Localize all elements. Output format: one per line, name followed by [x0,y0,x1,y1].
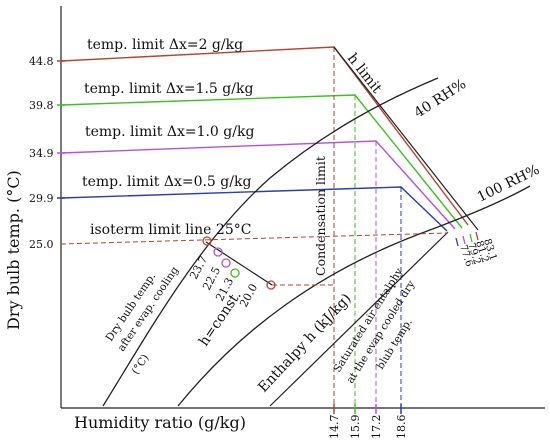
evap-point [213,247,223,257]
limit-label-dx1.5: temp. limit Δx=1.5 g/kg [84,81,253,97]
evap-point [221,258,231,268]
x-axis-title: Humidity ratio (g/kg) [74,413,246,432]
y-tick-label: 34.9 [29,147,54,160]
limit-label-dx0.5: temp. limit Δx=0.5 g/kg [82,174,251,190]
sat-tick [455,237,459,247]
evap-point [266,280,276,290]
h-limit-line [333,46,479,231]
y-tick-label: 29.9 [29,192,54,205]
y-tick-label: 44.8 [29,55,54,68]
y-axis-title: Dry bulb temp. (°C) [4,170,23,330]
h-limit-label: h limit [344,51,385,97]
evap-label-line: (°C) [130,352,152,377]
limit-line-dx1.5 [60,94,463,229]
enthalpy-line [269,231,449,407]
sat-tick [469,233,473,243]
x-tick-label: 17.2 [370,415,383,440]
evap-point [230,268,240,278]
y-tick-label: 25.0 [29,238,54,251]
sat-tick [475,231,479,241]
x-tick-label: 15.9 [349,415,362,440]
x-tick-label: 14.7 [328,415,341,440]
rh100-label: 100 RH% [475,162,542,206]
h-const-line [205,241,273,286]
evap-value: 20.0 [237,282,260,310]
x-tick-label: 18.6 [395,415,408,440]
isotherm-label: isoterm limit line 25°C [90,222,251,238]
enthalpy-label: Enthalpy h (kJ/kg) [255,291,354,396]
sat-tick [462,235,466,245]
rh40-curve [102,77,439,407]
evap-point [202,236,212,246]
rh40-label: 40 RH% [411,76,469,121]
limit-label-dx2: temp. limit Δx=2 g/kg [87,37,243,53]
condensation-label: Condensation limit [313,156,328,276]
limit-label-dx1.0: temp. limit Δx=1.0 g/kg [85,124,254,140]
y-tick-label: 39.8 [29,99,54,112]
isotherm-dashed-line [60,232,449,245]
rh100-curve [177,185,531,407]
